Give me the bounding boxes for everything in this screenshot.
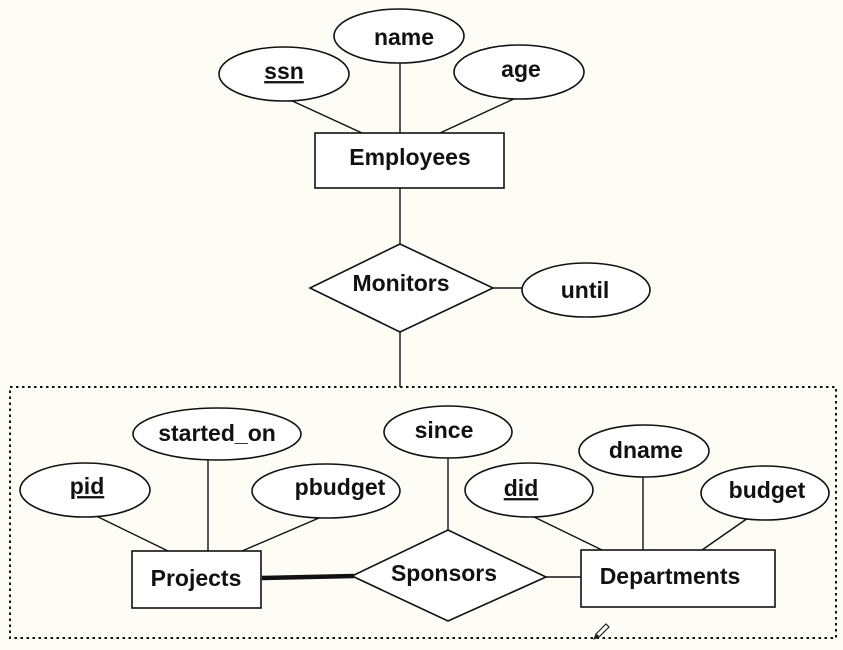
attribute-budget: budget (700, 465, 830, 521)
budget-ellipse (700, 465, 830, 521)
connector-lines (89, 60, 749, 581)
monitors-label: Monitors (352, 270, 449, 296)
employees-box (314, 132, 505, 189)
age-ellipse (453, 44, 585, 100)
pbudget-label: pbudget (295, 474, 386, 500)
age-label: age (501, 56, 541, 82)
did-ellipse (464, 462, 594, 518)
departments-label: Departments (600, 563, 741, 589)
attribute-name: name (333, 8, 465, 64)
edge-age-employees (439, 96, 519, 134)
employees-label: Employees (349, 144, 470, 170)
attribute-did: did (464, 462, 594, 518)
ssn-ellipse (218, 46, 350, 102)
edge-budget-departments (701, 517, 749, 551)
pid-ellipse (19, 462, 151, 518)
until-ellipse (521, 262, 651, 318)
name-ellipse (333, 8, 465, 64)
employees-entity: Employees (314, 132, 505, 189)
departments-box (580, 549, 776, 608)
attribute-started-on: started_on (132, 407, 302, 461)
attribute-until: until (521, 262, 651, 318)
name-label: name (374, 24, 434, 50)
attribute-age: age (453, 44, 585, 100)
monitors-diamond (308, 243, 495, 333)
edge-projects-sponsors-total (261, 573, 355, 581)
ssn-label: ssn (264, 58, 304, 84)
edge-ssn-employees (287, 98, 363, 134)
until-label: until (561, 277, 610, 303)
pbudget-ellipse (251, 463, 401, 519)
attribute-ssn: ssn (218, 46, 350, 102)
pid-label: pid (70, 473, 105, 499)
sponsors-label: Sponsors (391, 560, 497, 586)
sponsors-diamond (350, 529, 548, 622)
projects-label: Projects (151, 565, 242, 591)
projects-entity: Projects (131, 550, 262, 609)
edge-pid-projects (89, 512, 169, 552)
projects-box (131, 550, 262, 609)
attribute-dname: dname (578, 424, 710, 478)
attribute-since: since (383, 405, 513, 459)
since-label: since (415, 417, 474, 443)
monitors-relationship: Monitors (308, 243, 495, 333)
did-label: did (504, 475, 539, 501)
attribute-pid: pid (19, 462, 151, 518)
started-on-label: started_on (158, 420, 276, 446)
aggregation-box (9, 386, 837, 639)
edge-pbudget-projects (241, 514, 327, 552)
dname-ellipse (578, 424, 710, 478)
started-on-ellipse (132, 407, 302, 461)
attribute-pbudget: pbudget (251, 463, 401, 519)
budget-label: budget (729, 477, 806, 503)
sponsors-relationship: Sponsors (350, 529, 548, 622)
pencil-cursor-icon (593, 623, 610, 640)
since-ellipse (383, 405, 513, 459)
departments-entity: Departments (580, 549, 776, 608)
edge-did-departments (529, 514, 603, 551)
dname-label: dname (609, 437, 683, 463)
